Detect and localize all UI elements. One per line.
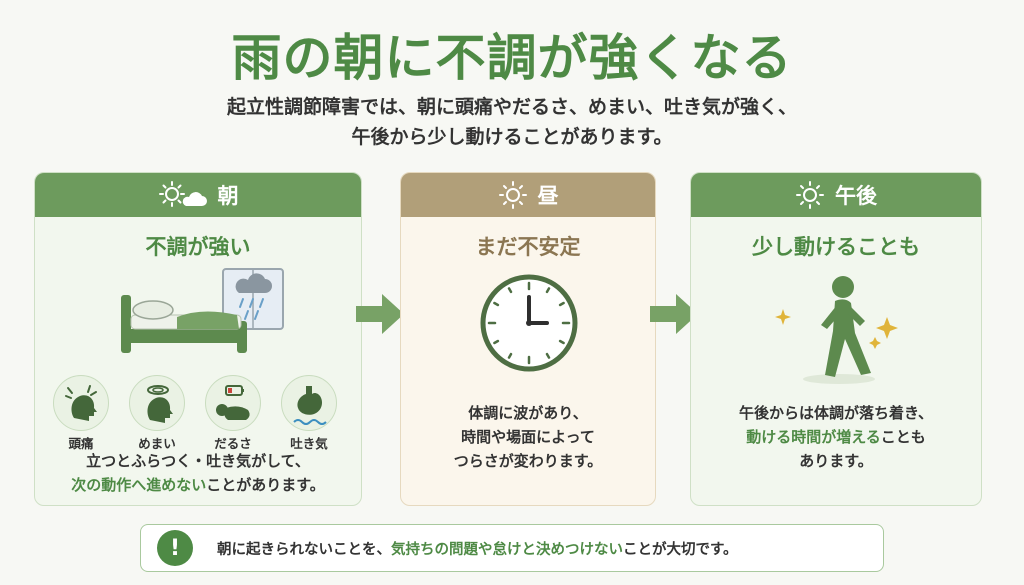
page-title: 雨の朝に不調が強くなる <box>231 29 793 87</box>
symptom-label: だるさ <box>214 436 252 451</box>
important-note: ! 朝に起きられないことを、気持ちの問題や怠けと決めつけないことが大切です。 <box>140 524 884 572</box>
noon-card-text: 体調に波があり、 時間や場面によって つらさが変わります。 <box>401 401 655 473</box>
symptom-headache: 頭痛 <box>49 375 113 452</box>
symptom-dizziness: めまい <box>125 375 189 452</box>
page-subtitle: 起立性調節障害では、朝に頭痛やだるさ、めまい、吐き気が強く、 午後から少し動ける… <box>0 92 1024 152</box>
afternoon-text-line-2: 動ける時間が増えることも <box>691 425 981 449</box>
afternoon-text-highlight: 動ける時間が増える <box>746 428 881 446</box>
noon-card-heading: まだ不安定 <box>475 235 581 259</box>
sun-cloud-icon <box>158 181 207 207</box>
note-text: 朝に起きられないことを、気持ちの問題や怠けと決めつけないことが大切です。 <box>217 538 738 559</box>
morning-card: 朝 不調が強い 頭痛 <box>34 172 362 506</box>
afternoon-text-rest: ことも <box>880 428 926 446</box>
clock-icon <box>480 274 578 372</box>
afternoon-card-title: 午後 <box>835 184 877 208</box>
afternoon-text-line-1: 午後からは体調が落ち着き、 <box>739 404 933 422</box>
symptom-label: めまい <box>138 436 176 451</box>
fatigue-icon <box>216 385 250 420</box>
walking-person-icon <box>775 276 898 384</box>
morning-text-highlight: 次の動作へ進めない <box>71 476 207 494</box>
noon-card-header: 昼 <box>401 173 655 217</box>
morning-card-heading: 不調が強い <box>145 235 251 259</box>
noon-text-line-2: 時間や場面によって <box>461 428 595 446</box>
headache-icon <box>65 385 97 421</box>
symptom-label: 頭痛 <box>68 436 94 451</box>
arrow-right-icon <box>650 294 698 334</box>
bed-window-illustration <box>121 268 284 353</box>
morning-card-title: 朝 <box>217 184 239 208</box>
symptom-fatigue: だるさ <box>201 375 265 452</box>
noon-text-line-1: 体調に波があり、 <box>468 404 588 422</box>
symptom-nausea: 吐き気 <box>277 375 341 452</box>
sun-icon <box>796 181 824 209</box>
noon-text-line-3: つらさが変わります。 <box>453 452 603 470</box>
noon-card-title: 昼 <box>537 184 559 208</box>
morning-card-text: 立つとふらつく・吐き気がして、 次の動作へ進めないことがあります。 <box>35 449 361 497</box>
morning-text-line-1: 立つとふらつく・吐き気がして、 <box>86 452 310 470</box>
note-text-highlight: 気持ちの問題や怠けと決めつけない <box>391 541 623 558</box>
note-text-pre: 朝に起きられないことを、 <box>217 541 391 558</box>
morning-text-line-2: 次の動作へ進めないことがあります。 <box>35 473 361 497</box>
subtitle-line-1: 起立性調節障害では、朝に頭痛やだるさ、めまい、吐き気が強く、 <box>226 96 797 118</box>
stomach-icon <box>293 386 327 425</box>
dizziness-icon <box>147 385 173 423</box>
morning-text-rest: ことがあります。 <box>206 476 325 494</box>
exclamation-icon: ! <box>157 530 193 566</box>
afternoon-card: 午後 少し動けることも 午後からは体調が落ち着き、 動ける時間が増えることも あ… <box>690 172 982 506</box>
afternoon-card-text: 午後からは体調が落ち着き、 動ける時間が増えることも あります。 <box>691 401 981 473</box>
symptom-label: 吐き気 <box>290 436 328 451</box>
afternoon-card-heading: 少し動けることも <box>752 235 920 259</box>
morning-card-header: 朝 <box>35 173 361 217</box>
arrow-right-icon <box>356 294 404 334</box>
note-text-post: ことが大切です。 <box>623 541 738 558</box>
afternoon-text-line-3: あります。 <box>799 452 873 470</box>
sun-icon <box>498 181 527 209</box>
afternoon-card-header: 午後 <box>691 173 981 217</box>
noon-card: 昼 まだ不安定 体調に波があり、 時間や場面によって つらさが変わります。 <box>400 172 656 506</box>
subtitle-line-2: 午後から少し動けることがあります。 <box>351 126 673 148</box>
